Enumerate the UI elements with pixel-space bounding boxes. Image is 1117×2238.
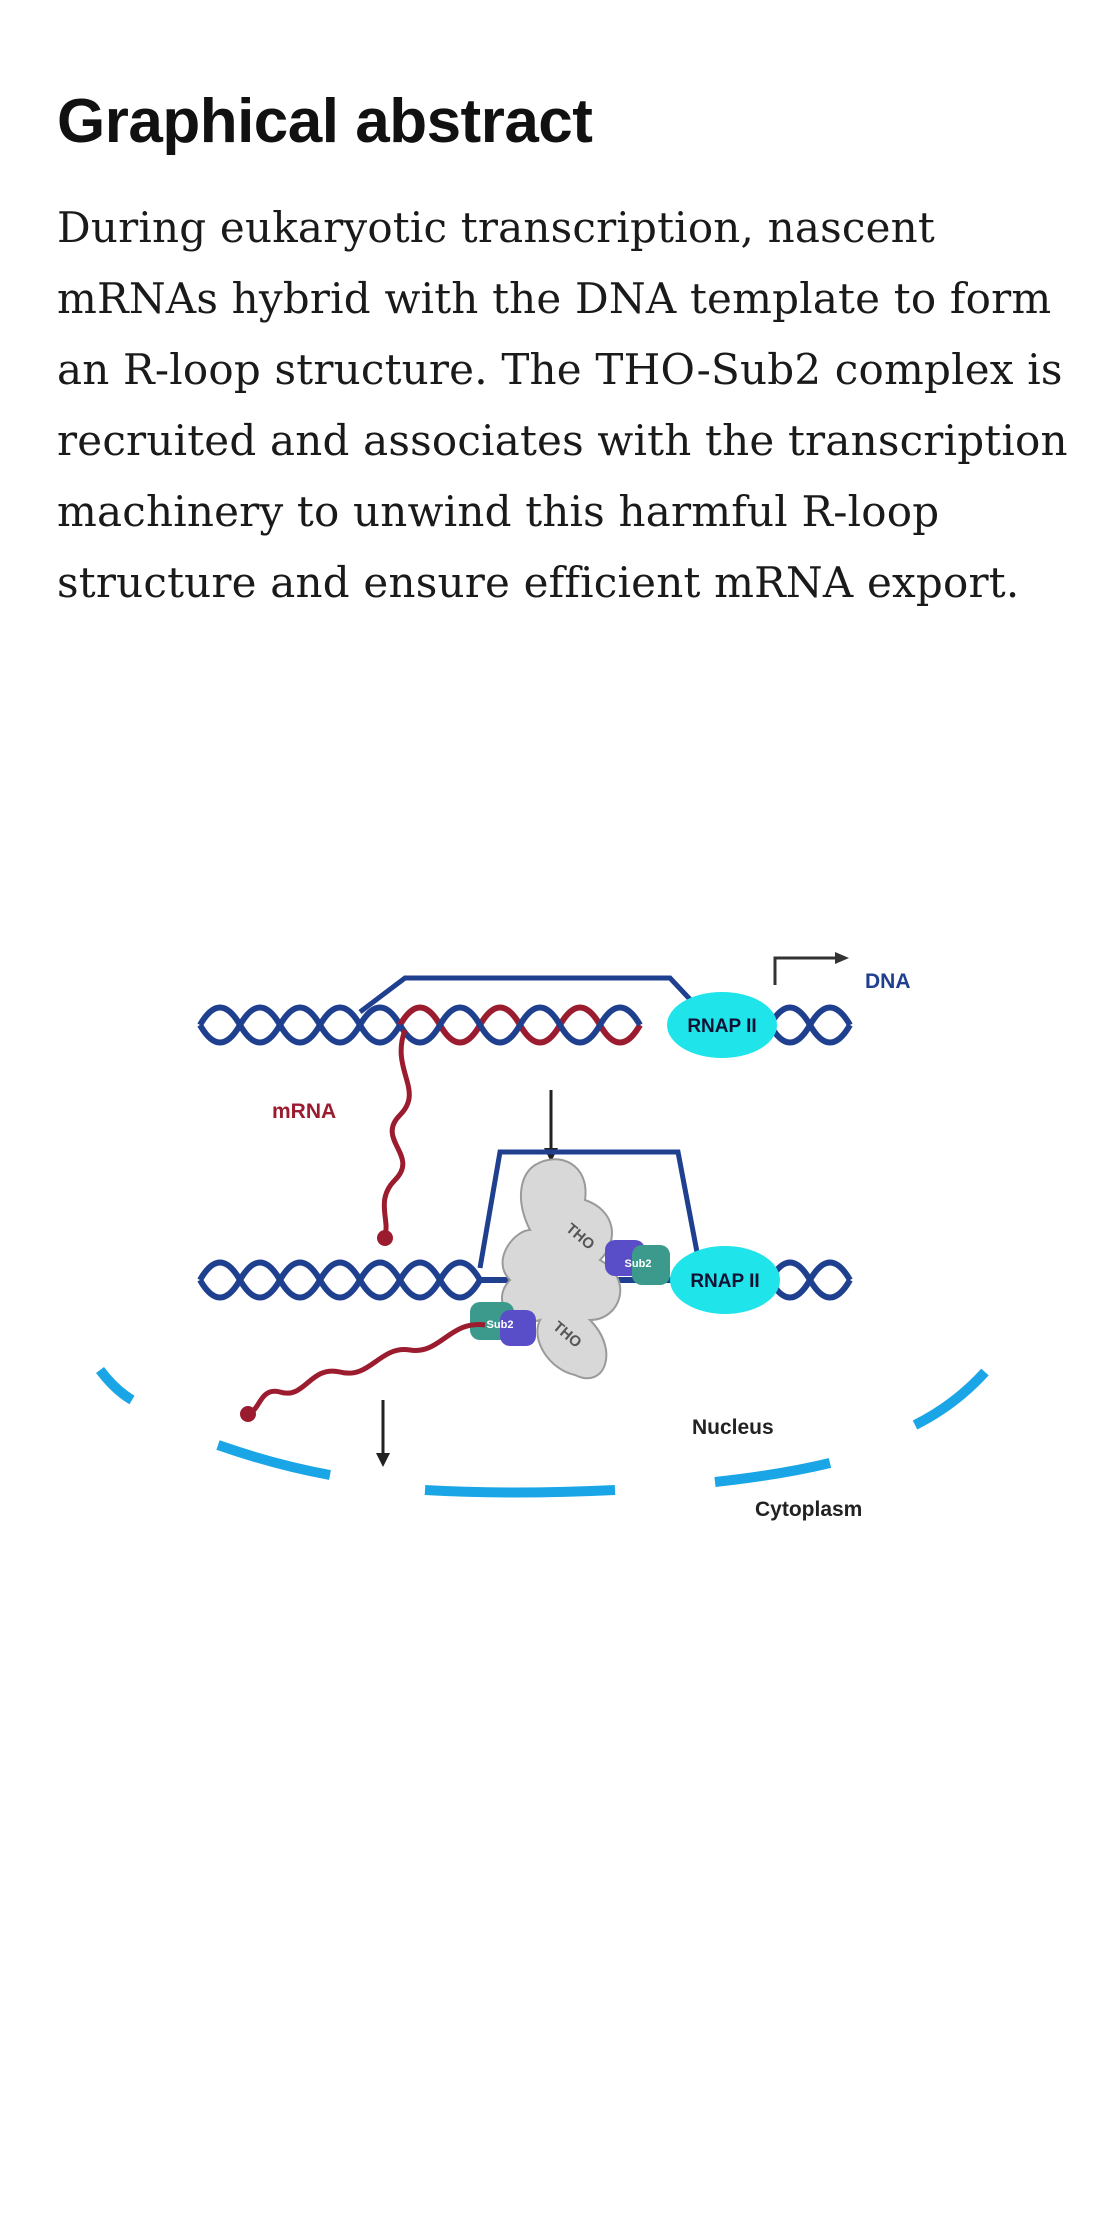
mrna-bottom: [250, 1325, 485, 1412]
dna-label: DNA: [865, 970, 911, 993]
sub2-left-label: Sub2: [487, 1319, 514, 1331]
abstract-text: During eukaryotic transcription, nascent…: [57, 192, 1077, 618]
rnap-top-label: RNAP II: [687, 1016, 756, 1037]
sub2-right-label: Sub2: [625, 1258, 652, 1270]
mrna-top: [384, 1030, 409, 1235]
section-heading: Graphical abstract: [57, 84, 592, 160]
mrna-label: mRNA: [272, 1100, 336, 1123]
rnap-bottom-label: RNAP II: [690, 1271, 759, 1292]
cytoplasm-label: Cytoplasm: [755, 1498, 862, 1521]
nuclear-envelope: [100, 1370, 985, 1493]
graphical-abstract-figure: RNAP II DNA mRNA THO THO Sub2: [60, 900, 1060, 1600]
nucleus-label: Nucleus: [692, 1416, 774, 1439]
figure-svg: RNAP II DNA mRNA THO THO Sub2: [60, 900, 1060, 1600]
